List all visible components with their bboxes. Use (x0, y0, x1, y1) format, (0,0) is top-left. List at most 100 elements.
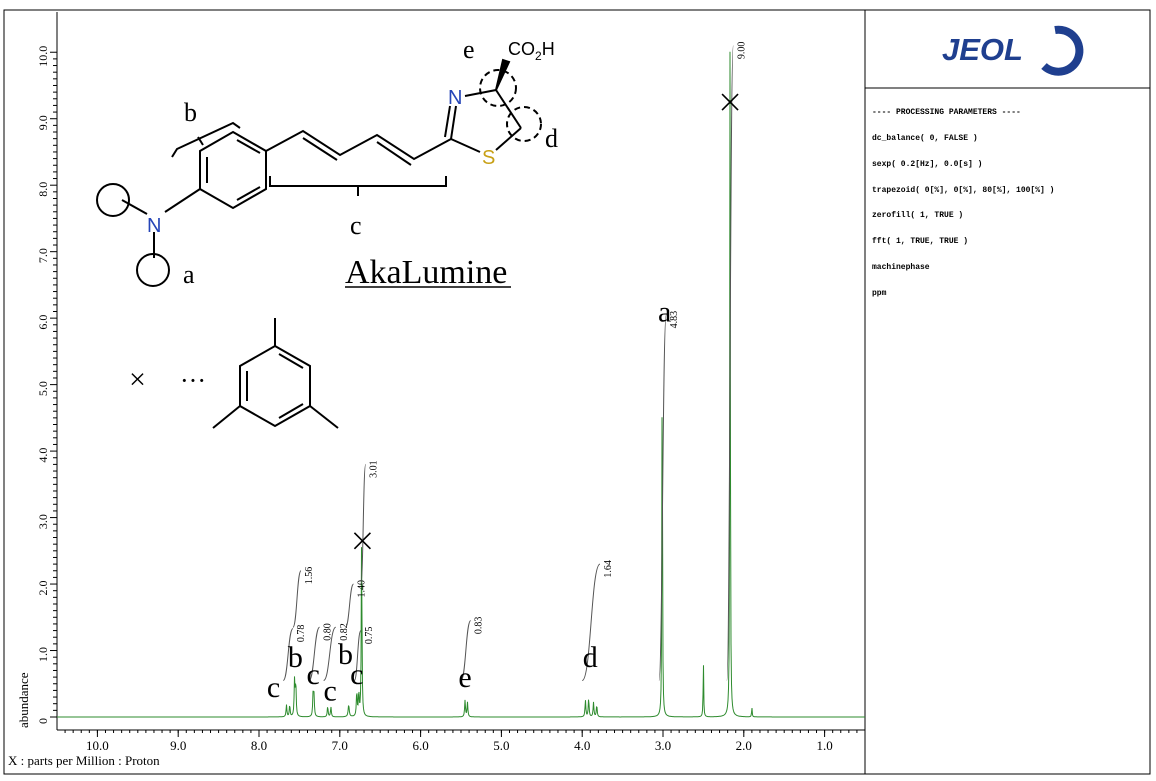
group-b-bracket-tick (197, 136, 204, 146)
label-b: b (184, 98, 197, 127)
param-line: zerofill( 1, TRUE ) (872, 211, 964, 221)
benzene-ring (199, 130, 267, 210)
acid-label: CO2H (508, 39, 555, 63)
atom-s: S (482, 147, 495, 169)
figure-border (3, 9, 1151, 775)
peak-label: c (350, 658, 363, 691)
integral-curve (460, 620, 472, 681)
spectrum-trace (57, 51, 865, 718)
group-e-circle (479, 69, 517, 107)
y-tick-label: 8.0 (36, 182, 50, 197)
peak-label: c (267, 671, 280, 704)
integral-label: 9.00 (736, 42, 747, 60)
label-c: c (350, 211, 362, 240)
integral-label: 1.64 (603, 560, 614, 578)
y-tick-label: 5.0 (36, 381, 50, 396)
integral-curve (726, 45, 734, 681)
integral-curve (308, 626, 321, 681)
param-line: fft( 1, TRUE, TRUE ) (872, 237, 969, 247)
y-tick-label: 9.0 (36, 115, 50, 130)
impurity-marker-legend: × (129, 363, 146, 396)
x-axis-label: X : parts per Million : Proton (8, 753, 160, 768)
x-tick-label: 4.0 (574, 738, 590, 753)
label-e: e (463, 35, 475, 64)
impurity-marker-icon (721, 93, 739, 111)
y-tick-label: 4.0 (36, 448, 50, 463)
label-a: a (183, 260, 195, 289)
integral-label: 3.01 (369, 460, 380, 478)
integral-label: 0.82 (339, 623, 350, 641)
integral-curve (282, 628, 294, 681)
mesitylene-double-bond (278, 403, 304, 419)
wedge-bond (495, 58, 511, 91)
integral-label: 1.56 (304, 567, 315, 585)
param-line: trapezoid( 0[%], 0[%], 80[%], 100[%] ) (872, 185, 1055, 195)
integral-label: 4.83 (669, 311, 680, 329)
x-tick-label: 10.0 (86, 738, 109, 753)
integral-curve (658, 314, 667, 681)
thiazoline-double-bond (444, 105, 451, 138)
peak-label: c (306, 658, 319, 691)
impurity-markers (353, 93, 739, 550)
mesitylene-methyl (212, 405, 241, 429)
param-line: sexp( 0.2[Hz], 0.0[s] ) (872, 159, 983, 169)
y-tick-label: 7.0 (36, 248, 50, 263)
n-aryl-bond (164, 188, 201, 213)
thiazoline-bond (450, 138, 481, 153)
y-tick-label: 0 (36, 718, 50, 724)
legend-ellipsis: ··· (180, 366, 206, 395)
integral-curve (360, 463, 367, 585)
integral-label: 0.75 (364, 627, 375, 645)
x-tick-label: 7.0 (332, 738, 348, 753)
atom-n-amine: N (147, 215, 161, 237)
processing-parameters: ---- PROCESSING PARAMETERS ---- dc_balan… (872, 92, 1150, 307)
thiazoline-bond (495, 89, 522, 129)
y-tick-label: 1.0 (36, 647, 50, 662)
diene-double-bond (302, 137, 338, 161)
diene-double-bond (376, 141, 412, 166)
x-tick-label: 3.0 (655, 738, 671, 753)
group-d-circle (506, 106, 542, 142)
logo-text: JEOL (942, 32, 1023, 67)
x-tick-label: 5.0 (493, 738, 509, 753)
y-tick-label: 6.0 (36, 315, 50, 330)
impurity-marker-icon (353, 532, 371, 550)
akalumine-structure (96, 58, 542, 429)
jeol-logo: JEOL (942, 25, 1084, 76)
peak-label: b (288, 641, 303, 674)
x-tick-label: 8.0 (251, 738, 267, 753)
structure-group-labels: b c a e d AkaLumine × ··· (129, 35, 558, 396)
y-axis-ticks: 01.02.03.04.05.06.07.08.09.010.0 (36, 46, 57, 724)
atom-n-ring: N (448, 87, 462, 109)
x-tick-label: 2.0 (736, 738, 752, 753)
thiazoline-bond (450, 105, 457, 140)
molecule-name: AkaLumine (345, 254, 507, 291)
integral-label: 0.78 (296, 625, 307, 643)
y-axis-label: abundance (16, 672, 31, 728)
y-tick-label: 2.0 (36, 581, 50, 596)
peak-label: a (658, 295, 671, 328)
mesitylene-methyl (309, 405, 339, 429)
peak-label: e (458, 661, 471, 694)
param-line: dc_balance( 0, FALSE ) (872, 133, 978, 143)
logo-swoosh-icon (1041, 25, 1084, 76)
x-tick-label: 9.0 (170, 738, 186, 753)
integral-curve (292, 570, 302, 628)
ring-double-bond (236, 186, 261, 201)
peak-label: d (583, 641, 598, 674)
group-a-circle (96, 183, 130, 217)
n-methyl-bond (121, 199, 148, 215)
peak-label: b (338, 638, 353, 671)
thiazoline-bond (495, 127, 522, 151)
param-line: ppm (872, 288, 887, 298)
mesitylene-double-bond (278, 353, 304, 369)
integral-curve (323, 626, 337, 681)
mesitylene-ring (239, 344, 311, 428)
integral-curve (581, 563, 601, 681)
x-tick-label: 1.0 (816, 738, 832, 753)
y-tick-label: 3.0 (36, 514, 50, 529)
